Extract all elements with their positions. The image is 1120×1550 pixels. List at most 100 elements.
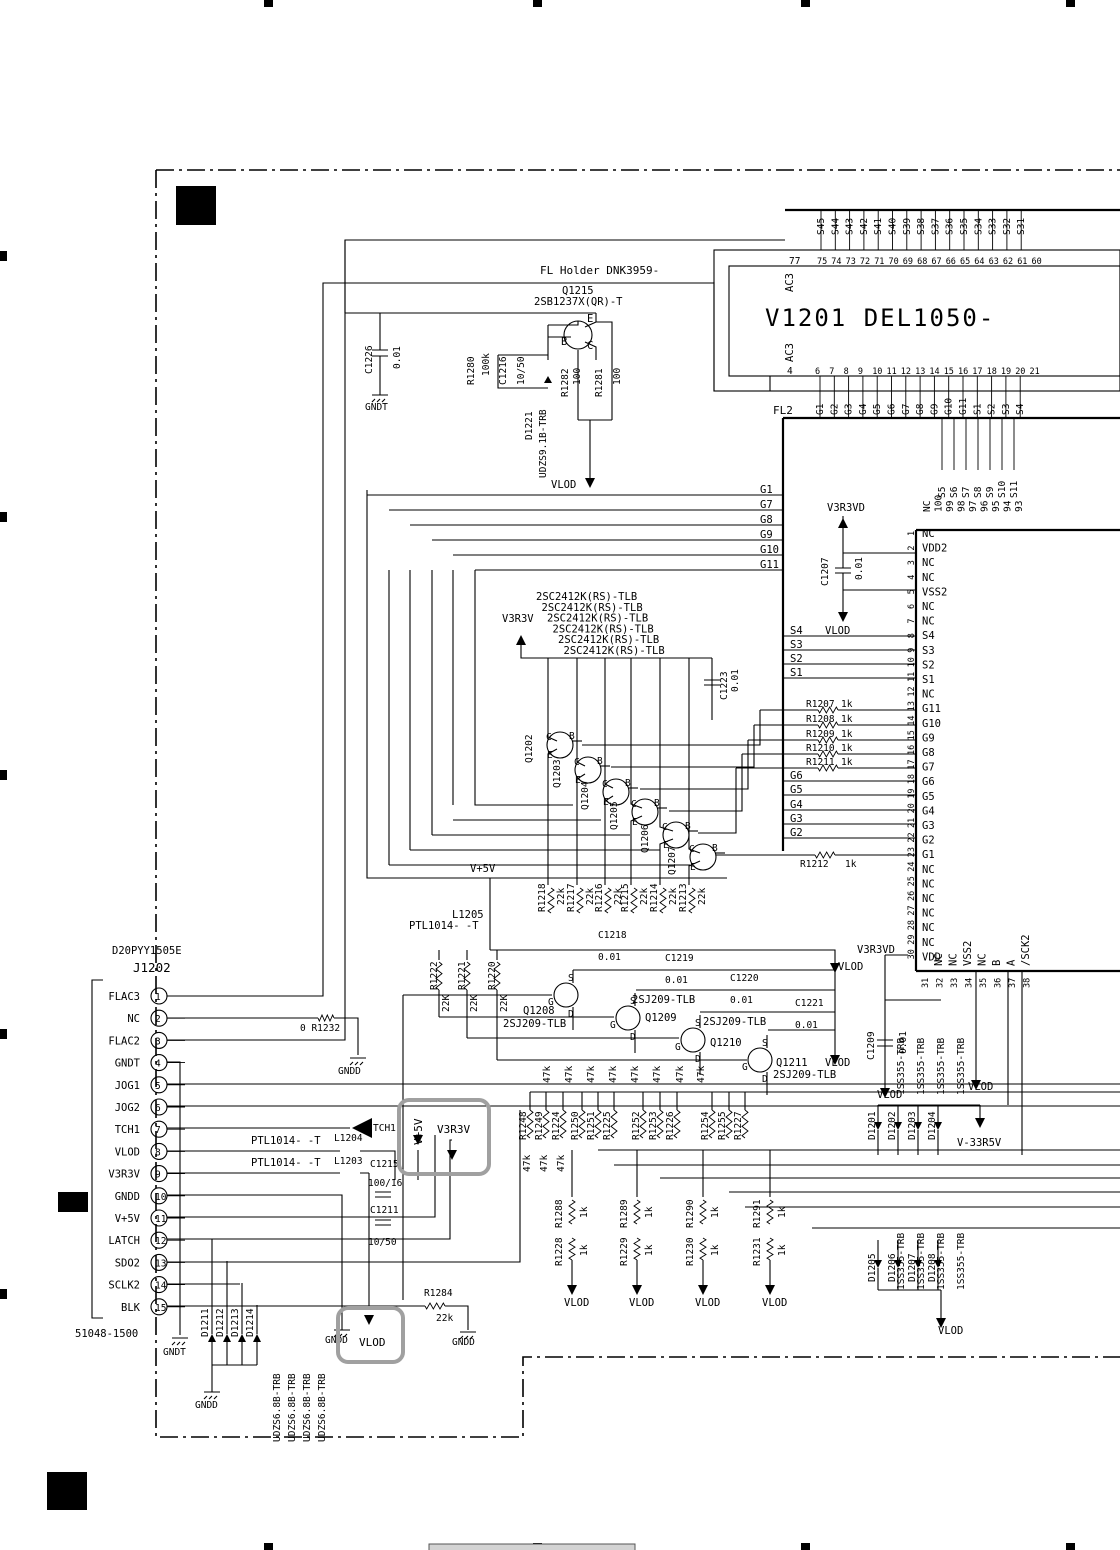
c1223-value: 0.01 bbox=[730, 669, 741, 692]
wire bbox=[630, 658, 643, 885]
v3r3v-label: V3R3V bbox=[502, 613, 534, 625]
hl-v3r3v: V3R3V bbox=[437, 1123, 470, 1136]
vlod-resistor-value: 1k bbox=[644, 1244, 655, 1256]
vfd-top-seg: S35 bbox=[959, 218, 970, 235]
driver-pin-name: NC bbox=[922, 878, 935, 890]
driver-bot-pin: 35 bbox=[979, 978, 989, 988]
driver-pin: 26 bbox=[907, 891, 917, 901]
vlod-diode: VLOD bbox=[938, 1325, 963, 1337]
c1226-value: 0.01 bbox=[392, 346, 403, 369]
vfd-top-seg: S40 bbox=[888, 218, 899, 235]
driver-pin-name: G11 bbox=[922, 703, 941, 715]
vfd-bot-label: G2 bbox=[829, 404, 840, 415]
wire bbox=[699, 1199, 707, 1225]
highlight-box-vlod bbox=[336, 1306, 405, 1364]
seg-label: S4 bbox=[790, 625, 803, 637]
driver-top-seg: S8 bbox=[973, 486, 984, 498]
fet-cap-ref: C1220 bbox=[730, 973, 759, 984]
diode-ref: D1206 bbox=[887, 1253, 898, 1282]
connector-pin-num: 2 bbox=[155, 1014, 161, 1025]
driver-bot-name: A bbox=[1006, 959, 1018, 966]
driver-pin: 29 bbox=[907, 935, 917, 945]
wire bbox=[688, 887, 696, 914]
vfd-top-seg: S45 bbox=[816, 218, 827, 235]
diode-symbol bbox=[914, 1122, 922, 1130]
board-outline bbox=[155, 169, 1120, 1438]
driver-pin: 18 bbox=[907, 774, 917, 784]
vfd-top-pin: 60 bbox=[1032, 257, 1042, 267]
wire bbox=[167, 1061, 181, 1335]
l1203-part: PTL1014- -T bbox=[251, 1157, 321, 1169]
wire bbox=[375, 1219, 391, 1226]
wire bbox=[542, 1109, 550, 1139]
grid-label: G9 bbox=[760, 529, 773, 541]
vfd-top-pin: 73 bbox=[846, 257, 856, 267]
grid-resistor-ref: R1207 bbox=[806, 699, 835, 710]
grid-label: G10 bbox=[760, 544, 779, 556]
vfd-bot-label: G7 bbox=[901, 404, 912, 415]
lower-resistor-ref: R1254 bbox=[700, 1111, 711, 1140]
vlod-resistor-ref: R1228 bbox=[554, 1237, 565, 1266]
connector-footer: 51048-1500 bbox=[75, 1328, 138, 1340]
vfd-top-seg: S34 bbox=[973, 218, 984, 235]
transistor-part: 2SC2412K(RS)-TLB bbox=[536, 591, 637, 603]
r1284-ref: R1284 bbox=[424, 1288, 453, 1299]
driver-pin-name: NC bbox=[922, 937, 935, 949]
transistor-pin: E bbox=[632, 817, 638, 828]
fet-pin: D bbox=[568, 1009, 574, 1020]
vfd-top-pin: 70 bbox=[889, 257, 899, 267]
wire bbox=[576, 658, 586, 885]
wire bbox=[766, 1237, 774, 1261]
vfd-bot-label: G9 bbox=[929, 403, 940, 415]
diode-symbol bbox=[894, 1260, 902, 1268]
driver-top-name: 93 bbox=[1014, 501, 1025, 512]
vfd-top-pin: 68 bbox=[917, 257, 927, 267]
vlod-q1215: VLOD bbox=[551, 479, 576, 491]
wire bbox=[167, 239, 785, 1041]
vfd-bot-label: G4 bbox=[858, 403, 869, 415]
wire bbox=[633, 1199, 641, 1225]
vfd-top-pin: 67 bbox=[931, 257, 941, 267]
vfd-top-seg: S32 bbox=[1002, 218, 1013, 235]
driver-pin: 25 bbox=[907, 876, 917, 886]
lower-resistor-ref: R1250 bbox=[570, 1111, 581, 1140]
connector-pin-num: 5 bbox=[155, 1081, 161, 1092]
v3r3vd-bot: V3R3VD bbox=[857, 944, 895, 956]
transistor-ref: Q1207 bbox=[667, 846, 678, 875]
c1223-ref: C1223 bbox=[719, 671, 730, 700]
pull-resistor-value: 47k bbox=[630, 1066, 641, 1083]
g-low-label: G3 bbox=[790, 813, 803, 825]
vfd-top-pin: 66 bbox=[946, 257, 956, 267]
fet-symbol bbox=[680, 1027, 706, 1053]
c1211-value: 10/50 bbox=[368, 1237, 397, 1248]
zener-ref: D1213 bbox=[230, 1308, 241, 1337]
diode-part: 1SS355-TRB bbox=[956, 1233, 967, 1290]
connector-pin-num: 10 bbox=[155, 1192, 167, 1203]
vfd-bot-label: S1 bbox=[972, 403, 983, 415]
connector-pin-name: SDO2 bbox=[115, 1257, 140, 1269]
vfd-top-pin: 74 bbox=[831, 257, 841, 267]
driver-pin: 22 bbox=[907, 832, 917, 842]
wire bbox=[611, 725, 755, 768]
connector-pin-num: 12 bbox=[155, 1236, 166, 1247]
fet-ref: Q1209 bbox=[645, 1012, 677, 1024]
driver-top-name: 98 bbox=[957, 500, 968, 512]
driver-pin-name: VSS2 bbox=[922, 586, 947, 598]
wire bbox=[211, 1342, 258, 1392]
gate-resistor-ref: R1220 bbox=[487, 961, 498, 990]
diode-ref: D1207 bbox=[907, 1253, 918, 1282]
g-low-label: G5 bbox=[790, 784, 803, 796]
transistor-ref: Q1206 bbox=[640, 824, 651, 853]
g-low-label: G4 bbox=[790, 799, 803, 811]
vfd-bot-pin: 12 bbox=[901, 367, 911, 377]
ac3-top: AC3 bbox=[784, 273, 796, 292]
seg-label: S1 bbox=[790, 667, 803, 679]
vfd-top-pin: 62 bbox=[1003, 257, 1013, 267]
transistor-array: 2SC2412K(RS)-TLB2SC2412K(RS)-TLB2SC2412K… bbox=[388, 570, 916, 914]
diode-part: 1SS355-TRB bbox=[936, 1233, 947, 1290]
fet-cap-ref: C1219 bbox=[665, 953, 694, 964]
fet-pin: S bbox=[630, 996, 636, 1007]
connector-pin-name: BLK bbox=[121, 1302, 141, 1314]
